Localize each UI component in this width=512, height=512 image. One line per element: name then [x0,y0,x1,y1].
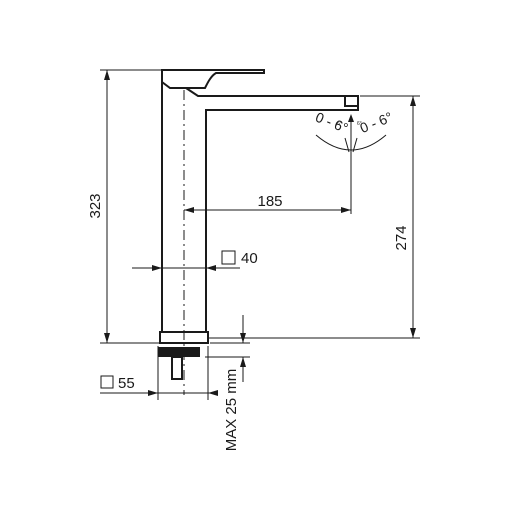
angle-marker-left: 6° [337,121,342,127]
total-height-label: 323 [87,193,104,218]
square-section-icon [100,375,114,389]
square-section-icon [221,250,236,265]
dimension-max-thickness: MAX 25 mm [205,315,250,451]
spout-height-label: 274 [393,225,410,250]
dimension-spout-reach: 185 [184,150,352,214]
spout-tip [344,95,359,107]
body-square-label: 40 [241,250,258,267]
dimension-total-height: 323 [87,69,162,344]
threaded-rod [171,356,183,380]
angle-right-label: 0 - 6° [358,109,395,136]
lever-handle [161,69,265,89]
spout-reach-label: 185 [257,193,282,210]
angle-marker-right: 6° [357,121,362,127]
base-square-label: 55 [118,375,135,392]
swivel-angle-indicator: 6° 6° 0 - 6° 0 - 6° [313,109,395,153]
dimension-body-square: 40 [132,250,258,271]
mounting-nut [158,347,200,357]
faucet-outline [158,69,359,395]
angle-left-label: 0 - 6° [313,109,350,136]
max-thickness-label: MAX 25 mm [223,369,240,452]
dimension-base-square: 55 [100,346,218,400]
dimension-spout-height: 274 [208,95,420,339]
